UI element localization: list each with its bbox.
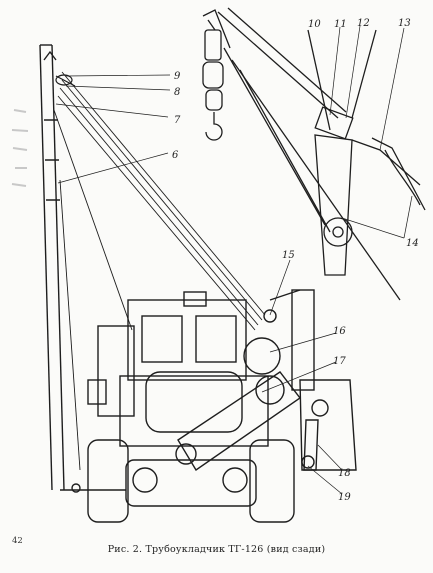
- tractor-body: [60, 291, 295, 523]
- boom-cables: [53, 71, 266, 471]
- right-leader-lines: [329, 25, 413, 239]
- callout-15: 15: [282, 250, 295, 261]
- top-right-arm: [217, 7, 401, 301]
- callout-13: 13: [398, 18, 411, 29]
- bleed-through-marks: [11, 109, 29, 187]
- callout-11: 11: [334, 19, 347, 30]
- callout-labels: 9 8 7 6 10 11 12 13 14 15 16 17 18 19: [172, 18, 419, 503]
- side-boom-mechanism: [175, 289, 357, 472]
- callout-6: 6: [172, 150, 179, 161]
- boom-tip-sheave: [55, 74, 76, 87]
- callout-10: 10: [308, 19, 321, 30]
- callout-19: 19: [338, 492, 351, 503]
- lower-leader-lines: [261, 259, 343, 495]
- callout-12: 12: [357, 18, 370, 29]
- callout-7: 7: [174, 115, 181, 126]
- hook-block: [202, 9, 231, 141]
- callout-17: 17: [333, 356, 346, 367]
- callout-14: 14: [406, 238, 419, 249]
- figure-caption: Рис. 2. Трубоукладчик ТГ-126 (вид сзади): [107, 544, 326, 555]
- callout-8: 8: [174, 87, 180, 98]
- page-number: 42: [12, 536, 23, 546]
- boom: [39, 44, 65, 491]
- left-leader-lines: [55, 74, 171, 184]
- callout-18: 18: [338, 468, 351, 479]
- callout-9: 9: [174, 71, 181, 82]
- callout-16: 16: [333, 326, 346, 337]
